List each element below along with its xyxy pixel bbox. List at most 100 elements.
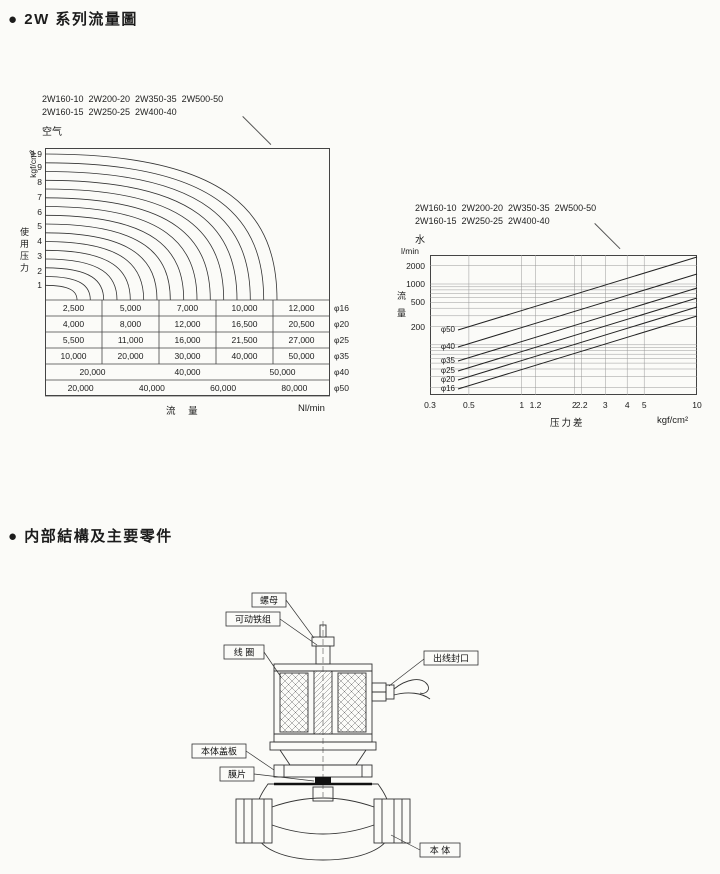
- water-x-tick-label: 0.5: [462, 400, 475, 410]
- air-y-tick-label: 3: [37, 250, 42, 261]
- air-y-tick-label: 5: [37, 221, 42, 232]
- movable-plunger: [313, 670, 333, 735]
- flow-curve: [44, 249, 131, 301]
- label-wire-outlet: 出线封口: [433, 653, 469, 664]
- label-box-nut: [251, 592, 287, 608]
- port-size-label: φ25: [334, 335, 349, 345]
- flow-value-cell: 50,000: [269, 367, 296, 377]
- leader-body-cover: [245, 750, 275, 771]
- air-plot-border: [45, 148, 330, 396]
- cable-gland-outlet: [385, 684, 395, 700]
- inlet-port: [235, 798, 273, 844]
- flow-value-cell: 21,500: [231, 335, 258, 345]
- label-box-coil: [223, 644, 265, 660]
- lower-passage: [271, 824, 375, 835]
- water-line-label: φ50: [440, 325, 455, 334]
- water-chart-plot: [430, 255, 698, 395]
- air-y-tick-label: 7: [37, 191, 42, 202]
- label-nut: 螺母: [260, 596, 278, 606]
- water-chart-y-unit: l/min: [401, 246, 419, 256]
- water-x-tick-label: 2: [572, 400, 577, 410]
- air-chart-x-axis-label: 流 量: [166, 406, 203, 417]
- port-size-label: φ16: [334, 303, 349, 313]
- flow-value-cell: 12,000: [288, 303, 315, 313]
- flow-curve: [44, 153, 278, 301]
- label-box-diaphragm: [219, 766, 255, 782]
- flow-line: [457, 256, 698, 331]
- water-y-tick-label: 1000: [406, 279, 425, 289]
- section-title-structure: ● 内部結構及主要零件: [8, 528, 173, 545]
- flow-value-cell: 27,000: [288, 335, 315, 345]
- port-size-label: φ35: [334, 351, 349, 361]
- air-chart-y-axis-label: 使用压力: [19, 227, 29, 275]
- air-y-tick-label: 6: [37, 206, 42, 217]
- leader-lines: [245, 599, 425, 851]
- flow-line: [457, 273, 698, 348]
- air-chart-models-line1: 2W160-10 2W200-20 2W350-35 2W500-50: [42, 94, 224, 104]
- flow-value-cell: 20,000: [67, 383, 94, 393]
- label-body-cover: 本体盖板: [201, 746, 237, 757]
- water-chart-models-line1: 2W160-10 2W200-20 2W350-35 2W500-50: [415, 203, 597, 213]
- flow-line: [457, 315, 698, 390]
- water-x-tick-label: 5: [641, 400, 647, 410]
- flow-value-cell: 16,500: [231, 319, 258, 329]
- water-chart-x-unit: kgf/cm²: [657, 415, 689, 426]
- leader-coil: [263, 651, 282, 678]
- air-flow-chart: 2W160-10 2W200-20 2W350-35 2W500-50 2W16…: [18, 92, 354, 420]
- water-line-label: φ35: [440, 356, 455, 365]
- water-x-tick-label: 3: [602, 400, 608, 410]
- water-chart-models-line2: 2W160-15 2W250-25 2W400-40: [415, 216, 550, 226]
- label-box-body: [419, 842, 461, 858]
- water-x-tick-label: 1: [519, 400, 525, 410]
- water-plot-border: [430, 255, 697, 395]
- cable-gland-upper: [371, 682, 387, 693]
- water-line-label: φ16: [440, 384, 455, 393]
- label-box-movable-iron: [225, 611, 281, 627]
- water-chart-x-axis-label: 压力差: [550, 418, 585, 429]
- leader-movable-iron: [279, 618, 318, 646]
- water-flow-chart: 2W160-10 2W200-20 2W350-35 2W500-50 2W16…: [395, 203, 715, 438]
- water-chart-y-axis-label: 流 量: [396, 291, 406, 321]
- water-line-label: φ25: [440, 366, 455, 375]
- port-size-label: φ20: [334, 319, 349, 329]
- label-diaphragm: 膜片: [228, 769, 246, 780]
- flow-value-cell: 11,000: [117, 335, 144, 345]
- flow-curve: [44, 214, 185, 301]
- air-y-tick-label: 8: [37, 177, 42, 187]
- coil-winding-left: [279, 672, 309, 733]
- air-models-pointer-line: [242, 116, 272, 145]
- port-size-label: φ50: [334, 383, 349, 393]
- water-line-label: φ40: [440, 342, 455, 351]
- water-x-tick-label: 4: [624, 400, 630, 410]
- label-coil: 线 圈: [234, 647, 255, 658]
- flow-value-cell: 5,000: [119, 303, 142, 313]
- cable-gland-lower: [371, 691, 387, 702]
- water-x-tick-label: 1.2: [529, 400, 542, 410]
- flow-curve: [44, 197, 211, 301]
- flow-line: [457, 287, 698, 362]
- air-y-tick-label: 2: [37, 265, 42, 276]
- leader-body: [390, 834, 421, 851]
- diaphragm-core: [315, 777, 331, 785]
- flow-value-cell: 80,000: [281, 383, 308, 393]
- lead-wire-1: [393, 679, 429, 694]
- coil-winding-right: [337, 672, 367, 733]
- coil-base-plate: [269, 741, 377, 751]
- water-x-tick-label: 10: [692, 400, 702, 410]
- water-models-pointer-line: [594, 223, 621, 250]
- flow-curve: [44, 223, 171, 301]
- flow-value-cell: 10,000: [60, 351, 87, 361]
- flow-curve: [44, 206, 198, 301]
- part-labels: 螺母 可动铁组 线 圈 出线封口 本体盖板 膜片 本 体: [201, 596, 469, 856]
- label-body: 本 体: [430, 845, 451, 856]
- air-y-tick-label: 4: [37, 236, 42, 246]
- water-y-tick-label: 2000: [406, 260, 425, 271]
- air-chart-plot: [44, 148, 330, 397]
- water-line-label: φ20: [440, 375, 455, 384]
- flow-value-cell: 10,000: [231, 303, 258, 313]
- flow-value-cell: 8,000: [119, 319, 142, 329]
- flow-value-cell: 40,000: [231, 351, 258, 361]
- flow-curve: [44, 276, 91, 301]
- leader-wire-outlet: [388, 658, 425, 687]
